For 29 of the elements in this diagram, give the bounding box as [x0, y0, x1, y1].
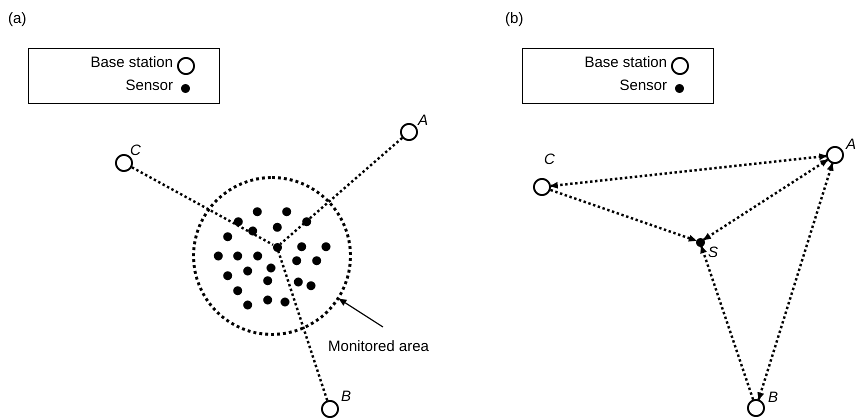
sensor-dot [696, 238, 704, 246]
base-station-circle [826, 146, 844, 164]
panel-label: (b) [505, 10, 524, 27]
dotted-arrow [550, 153, 828, 189]
dotted-arrow [702, 158, 828, 241]
base-station-circle [400, 123, 418, 141]
legend-label: Base station [584, 54, 667, 71]
base-station-circle [747, 399, 765, 417]
callout-label: Monitored area [328, 338, 429, 355]
dotted-arrow [550, 188, 697, 242]
legend-label: Sensor [125, 77, 173, 94]
node-label: A [846, 136, 856, 153]
monitored-area-circle [192, 176, 352, 336]
node-label: C [130, 142, 141, 159]
sensor-dot [272, 242, 282, 252]
legend-label: Sensor [619, 77, 667, 94]
panel-label: (a) [8, 10, 26, 27]
base-station-circle [115, 154, 133, 172]
base-station-circle [533, 178, 551, 196]
node-label: B [341, 388, 352, 405]
base-station-circle [321, 400, 339, 418]
leader-line [338, 298, 384, 328]
node-label: B [768, 389, 778, 406]
legend-label: Base station [90, 54, 173, 71]
node-label: C [544, 151, 555, 168]
node-label: S [708, 244, 718, 261]
dotted-arrow [757, 162, 834, 400]
dotted-arrow [700, 245, 754, 400]
node-label: A [418, 112, 428, 129]
